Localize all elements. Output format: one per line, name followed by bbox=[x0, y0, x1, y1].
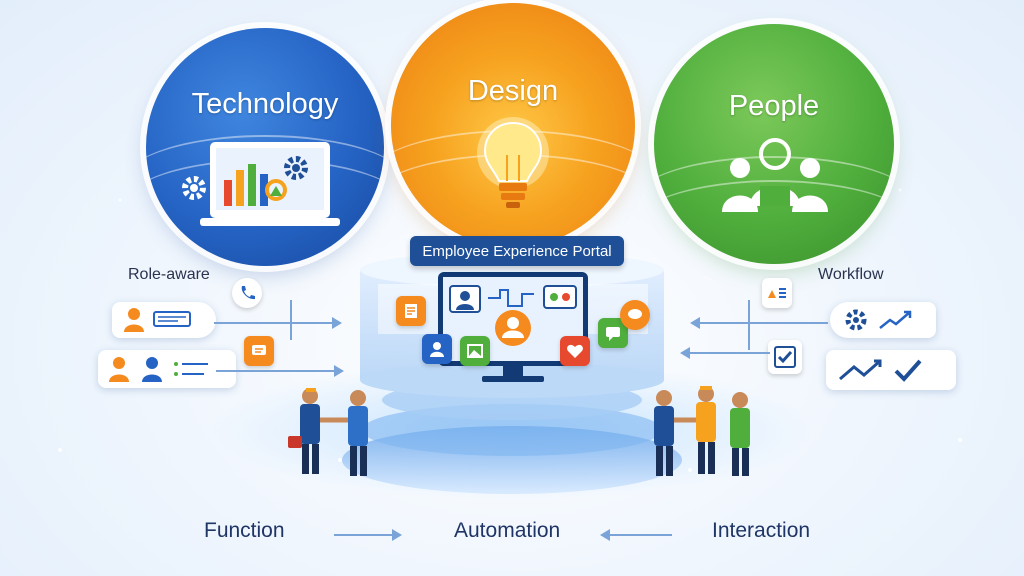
people-title: People bbox=[728, 90, 820, 122]
role-aware-label: Role-aware bbox=[128, 266, 210, 283]
user-list-icon bbox=[124, 308, 191, 332]
flow-arrowhead bbox=[392, 529, 402, 541]
portal-monitor bbox=[438, 272, 588, 382]
users-list-icon bbox=[109, 357, 208, 382]
team-people-group bbox=[654, 386, 750, 476]
connector-line bbox=[290, 300, 292, 340]
gear-icon bbox=[284, 156, 308, 180]
connector-line bbox=[216, 370, 336, 372]
chat-icon bbox=[620, 300, 650, 330]
team-icon bbox=[722, 138, 828, 212]
workflow-card-trend bbox=[826, 350, 956, 390]
check-icon bbox=[768, 340, 802, 374]
design-circle: Design bbox=[391, 3, 635, 247]
connector-arrowhead bbox=[334, 365, 344, 377]
flow-line bbox=[334, 534, 394, 536]
connector-line bbox=[700, 322, 828, 324]
function-label: Function bbox=[204, 519, 285, 542]
workflow-label: Workflow bbox=[818, 266, 884, 283]
automation-label: Automation bbox=[454, 519, 561, 542]
gear-icon bbox=[182, 176, 206, 200]
workflow-card-gear bbox=[830, 302, 936, 338]
connector-arrowhead bbox=[690, 317, 700, 329]
interaction-label: Interaction bbox=[712, 519, 811, 542]
technology-circle: Technology bbox=[146, 28, 384, 266]
phone-icon bbox=[232, 278, 262, 308]
connector-line bbox=[690, 352, 770, 354]
design-title: Design bbox=[467, 75, 559, 107]
laptop-chart-icon bbox=[200, 142, 340, 226]
document-icon bbox=[396, 296, 426, 326]
technology-title: Technology bbox=[191, 88, 339, 120]
image-icon bbox=[460, 336, 490, 366]
business-people-handshake bbox=[288, 388, 368, 476]
flow-arrowhead bbox=[600, 529, 610, 541]
role-card-single bbox=[112, 302, 216, 338]
user-icon bbox=[422, 334, 452, 364]
flow-line bbox=[610, 534, 672, 536]
connector-line bbox=[748, 300, 750, 350]
chat-icon bbox=[598, 318, 628, 348]
people-circle: People bbox=[654, 24, 894, 264]
connector-arrowhead bbox=[332, 317, 342, 329]
role-card-multi bbox=[98, 350, 236, 388]
document-icon bbox=[762, 278, 792, 308]
portal-title: Employee Experience Portal bbox=[410, 236, 624, 266]
connector-arrowhead bbox=[680, 347, 690, 359]
trend-check-icon bbox=[839, 359, 922, 382]
gear-trend-icon bbox=[845, 309, 912, 331]
heart-icon bbox=[560, 336, 590, 366]
lightbulb-icon bbox=[477, 117, 549, 208]
connector-line bbox=[214, 322, 334, 324]
chat-icon bbox=[244, 336, 274, 366]
